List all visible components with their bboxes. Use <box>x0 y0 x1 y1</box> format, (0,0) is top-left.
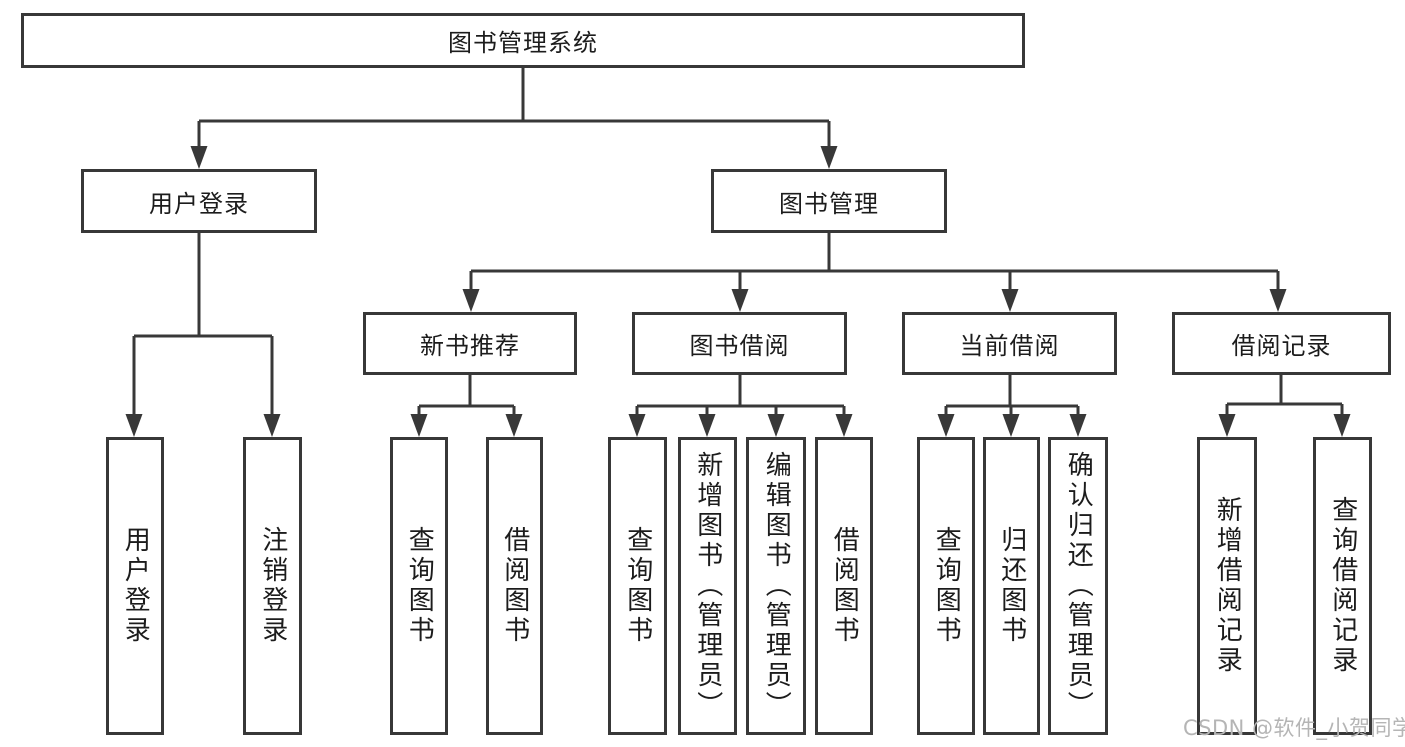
node-new-book-recommend: 新书推荐 <box>363 312 577 375</box>
arrowhead-icon <box>505 414 523 437</box>
arrowhead-icon <box>628 414 646 437</box>
leaf-label: 查询图书 <box>404 526 435 646</box>
arrowhead-icon <box>1069 414 1087 437</box>
arrowhead-icon <box>263 414 281 437</box>
leaf-user-login: 用户登录 <box>106 437 164 735</box>
leaf-query-books-current: 查询图书 <box>917 437 975 735</box>
arrowhead-icon <box>1218 414 1236 437</box>
leaf-label: 新增借阅记录 <box>1212 496 1243 676</box>
leaf-label: 用户登录 <box>120 526 151 646</box>
leaf-label: 查询图书 <box>622 526 653 646</box>
leaf-logout: 注销登录 <box>243 437 302 735</box>
leaf-label: 查询借阅记录 <box>1327 496 1358 676</box>
leaf-query-books-recommend: 查询图书 <box>390 437 448 735</box>
arrowhead-icon <box>1001 289 1019 312</box>
connector-userlogin-leaves <box>132 233 274 418</box>
node-root: 图书管理系统 <box>21 13 1025 68</box>
leaf-add-book-admin: 新增图书（管理员） <box>678 437 737 735</box>
connector-bookborrow-leaves <box>635 375 846 418</box>
leaf-edit-book-admin: 编辑图书（管理员） <box>746 437 806 735</box>
leaf-query-borrow-record: 查询借阅记录 <box>1313 437 1372 735</box>
arrowhead-icon <box>731 289 749 312</box>
connector-newbook-leaves <box>417 375 516 418</box>
arrowheads <box>125 146 1351 437</box>
leaf-label: 确认归还（管理员） <box>1063 451 1094 721</box>
arrowhead-icon <box>820 146 838 169</box>
leaf-label: 编辑图书（管理员） <box>761 451 792 721</box>
arrowhead-icon <box>1269 289 1287 312</box>
node-user-login: 用户登录 <box>81 169 317 233</box>
arrowhead-icon <box>698 414 716 437</box>
node-book-borrow: 图书借阅 <box>632 312 847 375</box>
leaf-add-borrow-record: 新增借阅记录 <box>1197 437 1257 735</box>
arrowhead-icon <box>835 414 853 437</box>
arrowhead-icon <box>937 414 955 437</box>
arrowhead-icon <box>125 414 143 437</box>
leaf-return-books: 归还图书 <box>983 437 1040 735</box>
leaf-label: 新增图书（管理员） <box>692 451 723 721</box>
arrowhead-icon <box>410 414 428 437</box>
leaf-label: 查询图书 <box>931 526 962 646</box>
node-current-borrow: 当前借阅 <box>902 312 1117 375</box>
leaf-borrow-books-recommend: 借阅图书 <box>486 437 543 735</box>
arrowhead-icon <box>1333 414 1351 437</box>
arrowhead-icon <box>1002 414 1020 437</box>
arrowhead-icon <box>767 414 785 437</box>
connector-currentborrow-leaves <box>944 375 1080 418</box>
arrowhead-icon <box>462 289 480 312</box>
node-book-management: 图书管理 <box>711 169 947 233</box>
arrowhead-icon <box>190 146 208 169</box>
leaf-label: 借阅图书 <box>499 526 530 646</box>
leaf-label: 注销登录 <box>257 526 288 646</box>
leaf-confirm-return-admin: 确认归还（管理员） <box>1048 437 1108 735</box>
node-borrow-records: 借阅记录 <box>1172 312 1391 375</box>
connector-records-leaves <box>1225 375 1344 418</box>
connector-root-level1 <box>197 68 831 150</box>
leaf-query-books-borrow: 查询图书 <box>608 437 667 735</box>
leaf-label: 归还图书 <box>996 526 1027 646</box>
connector-paths <box>132 68 1344 418</box>
csdn-watermark: CSDN @软件_小贺同学 <box>1183 716 1405 740</box>
connector-bookmgmt-level2 <box>469 233 1280 293</box>
leaf-label: 借阅图书 <box>829 526 860 646</box>
leaf-borrow-books: 借阅图书 <box>815 437 873 735</box>
